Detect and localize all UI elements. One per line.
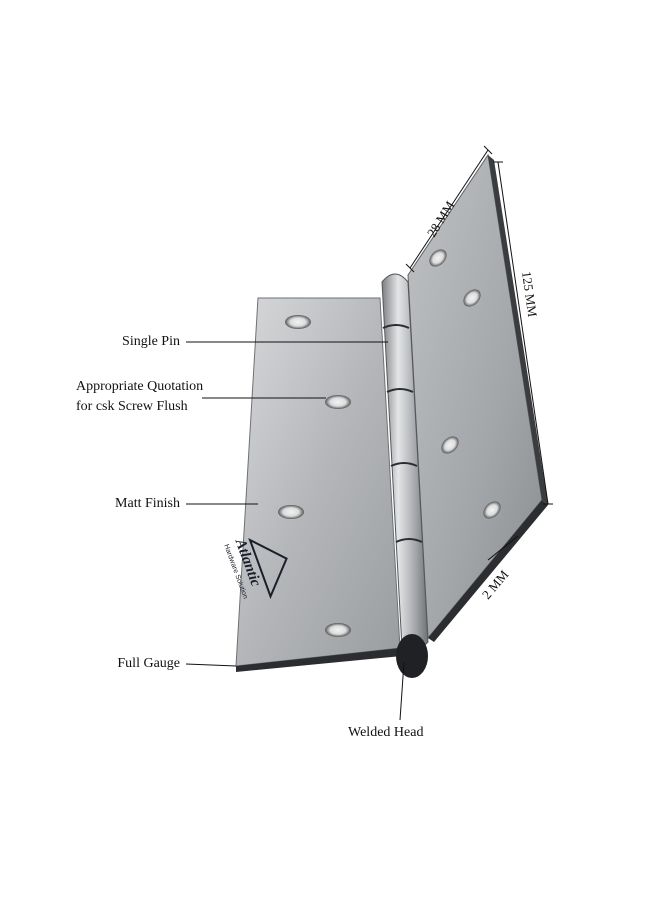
dimension-lines — [405, 145, 553, 561]
screw-hole — [483, 501, 501, 519]
full-gauge-edge — [236, 648, 402, 672]
screw-hole — [285, 315, 311, 329]
label-single-pin: Single Pin — [122, 334, 180, 349]
screw-hole — [441, 436, 459, 454]
label-full-gauge: Full Gauge — [117, 656, 180, 671]
screw-hole — [429, 249, 447, 267]
left-leaf — [235, 297, 402, 672]
screw-hole — [325, 623, 351, 637]
right-leaf — [407, 153, 548, 642]
callout-lines — [185, 341, 405, 721]
screw-hole — [325, 395, 351, 409]
label-quotation-line1: Appropriate Quotation — [76, 379, 204, 394]
screw-hole — [278, 505, 304, 519]
welded-head — [396, 634, 428, 678]
hinge-knuckle — [381, 273, 429, 678]
label-matt-finish: Matt Finish — [115, 496, 180, 511]
label-quotation-line2: for csk Screw Flush — [76, 399, 188, 414]
label-welded-head: Welded Head — [348, 725, 424, 740]
dimension-length: 125 MM — [519, 270, 540, 318]
screw-hole — [463, 289, 481, 307]
